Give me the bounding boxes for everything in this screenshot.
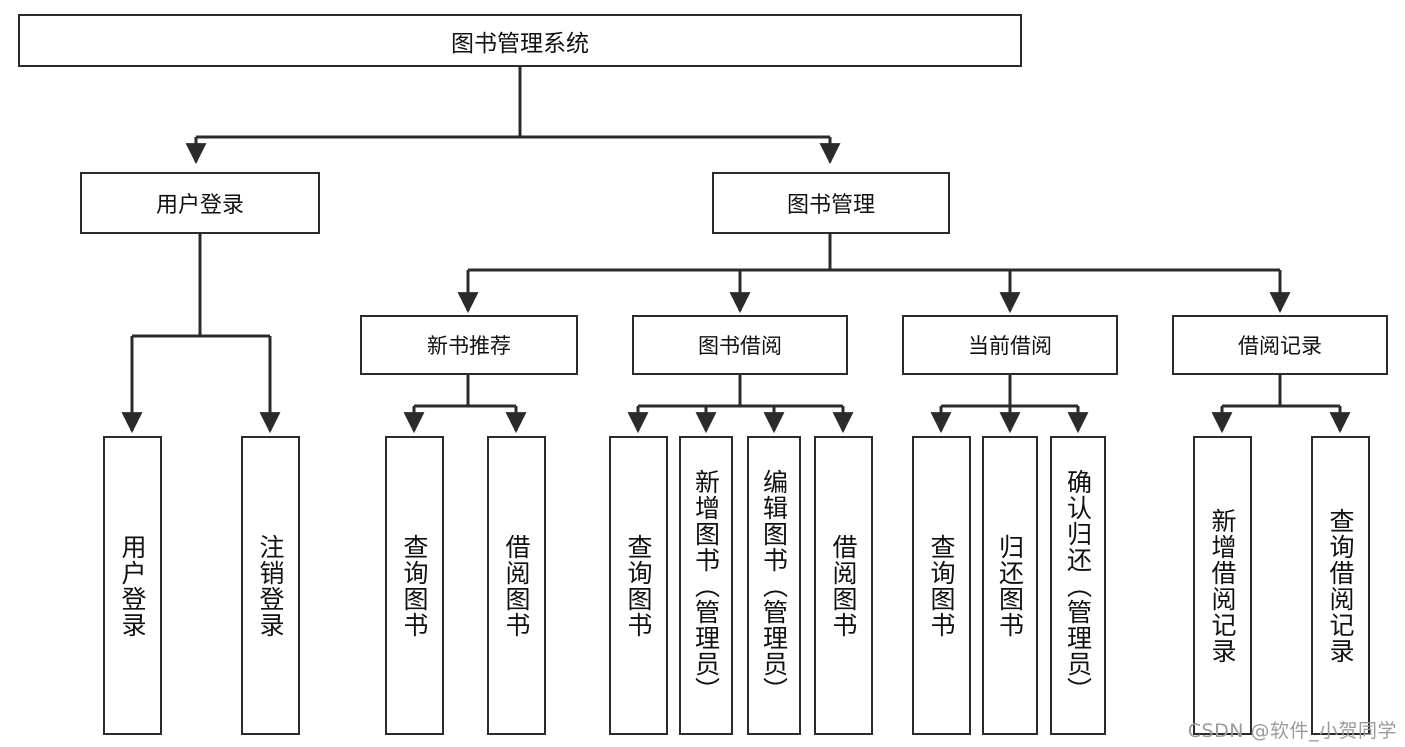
leaf-current-borrow-return-book[interactable]: 归还图书 [982, 436, 1038, 735]
node-label: 编辑图书（管理员） [759, 468, 789, 703]
node-label: 图书借阅 [698, 334, 782, 358]
node-label: 查询图书 [927, 533, 956, 638]
leaf-book-borrow-add-book-admin[interactable]: 新增图书（管理员） [679, 436, 733, 735]
node-label: 用户登录 [155, 193, 244, 218]
leaf-book-borrow-query-book[interactable]: 查询图书 [609, 436, 668, 735]
leaf-current-borrow-confirm-return-admin[interactable]: 确认归还（管理员） [1050, 436, 1106, 735]
node-book-borrow[interactable]: 图书借阅 [632, 315, 848, 375]
leaf-book-borrow-edit-book-admin[interactable]: 编辑图书（管理员） [747, 436, 801, 735]
leaf-new-book-borrow-book[interactable]: 借阅图书 [487, 436, 546, 735]
node-label: 借阅图书 [829, 533, 858, 638]
node-root-book-management-system[interactable]: 图书管理系统 [18, 14, 1022, 67]
node-label: 查询借阅记录 [1326, 507, 1355, 664]
node-label: 借阅图书 [502, 533, 531, 638]
node-label: 归还图书 [995, 533, 1025, 638]
node-user-login[interactable]: 用户登录 [80, 172, 320, 234]
leaf-current-borrow-query-book[interactable]: 查询图书 [912, 436, 971, 735]
csdn-watermark: CSDN @软件_小贺同学 [1187, 720, 1397, 742]
leaf-user-login-login[interactable]: 用户登录 [103, 436, 162, 735]
node-label: 用户登录 [118, 533, 147, 638]
node-label: 确认归还（管理员） [1063, 468, 1093, 703]
node-book-management[interactable]: 图书管理 [712, 172, 950, 234]
node-current-borrow[interactable]: 当前借阅 [902, 315, 1118, 375]
leaf-borrow-record-query-record[interactable]: 查询借阅记录 [1311, 436, 1370, 735]
leaf-user-login-logout[interactable]: 注销登录 [241, 436, 300, 735]
node-label: 新书推荐 [427, 334, 511, 358]
node-label: 查询图书 [624, 533, 653, 638]
node-label: 图书管理 [786, 193, 875, 218]
leaf-new-book-query-book[interactable]: 查询图书 [385, 436, 444, 735]
node-label: 当前借阅 [968, 334, 1052, 358]
node-label: 注销登录 [256, 533, 285, 638]
leaf-borrow-record-add-record[interactable]: 新增借阅记录 [1193, 436, 1252, 735]
node-label: 查询图书 [400, 533, 429, 638]
node-label: 图书管理系统 [451, 30, 589, 57]
leaf-book-borrow-borrow-book[interactable]: 借阅图书 [814, 436, 873, 735]
node-label: 借阅记录 [1238, 334, 1322, 358]
node-label: 新增借阅记录 [1208, 507, 1237, 664]
node-borrow-record[interactable]: 借阅记录 [1172, 315, 1388, 375]
node-new-book-recommend[interactable]: 新书推荐 [360, 315, 578, 375]
node-label: 新增图书（管理员） [691, 468, 721, 703]
